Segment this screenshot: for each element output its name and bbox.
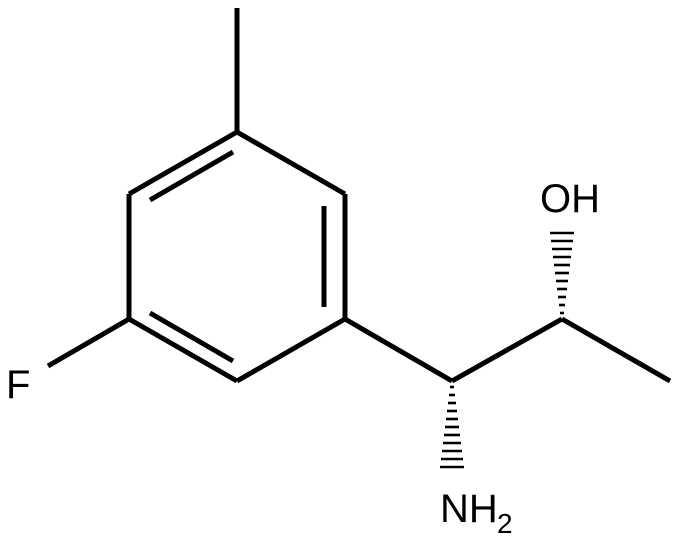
ring-bond-top-right: [235, 129, 347, 197]
c1-to-c2-bond: [450, 316, 564, 384]
c2-methyl-bond: [560, 316, 672, 384]
ring-inner-double-bottom-left: [148, 310, 235, 364]
hashed-wedge-amine: [440, 385, 464, 469]
ring-bond-top-left: [127, 129, 239, 197]
amine-subscript: 2: [497, 508, 513, 539]
fluorine-bond: [46, 316, 131, 369]
fluorine-label: F: [6, 363, 30, 407]
ring-inner-double-top-left: [148, 149, 235, 203]
ring-bond-bottom-left: [127, 316, 239, 384]
amine-label: NH: [440, 487, 498, 531]
ring-bond-bottom-right: [235, 316, 347, 384]
hashed-wedge-hydroxyl: [550, 231, 574, 315]
ring-to-c1-bond: [343, 316, 454, 384]
hydroxyl-label: OH: [540, 177, 600, 221]
